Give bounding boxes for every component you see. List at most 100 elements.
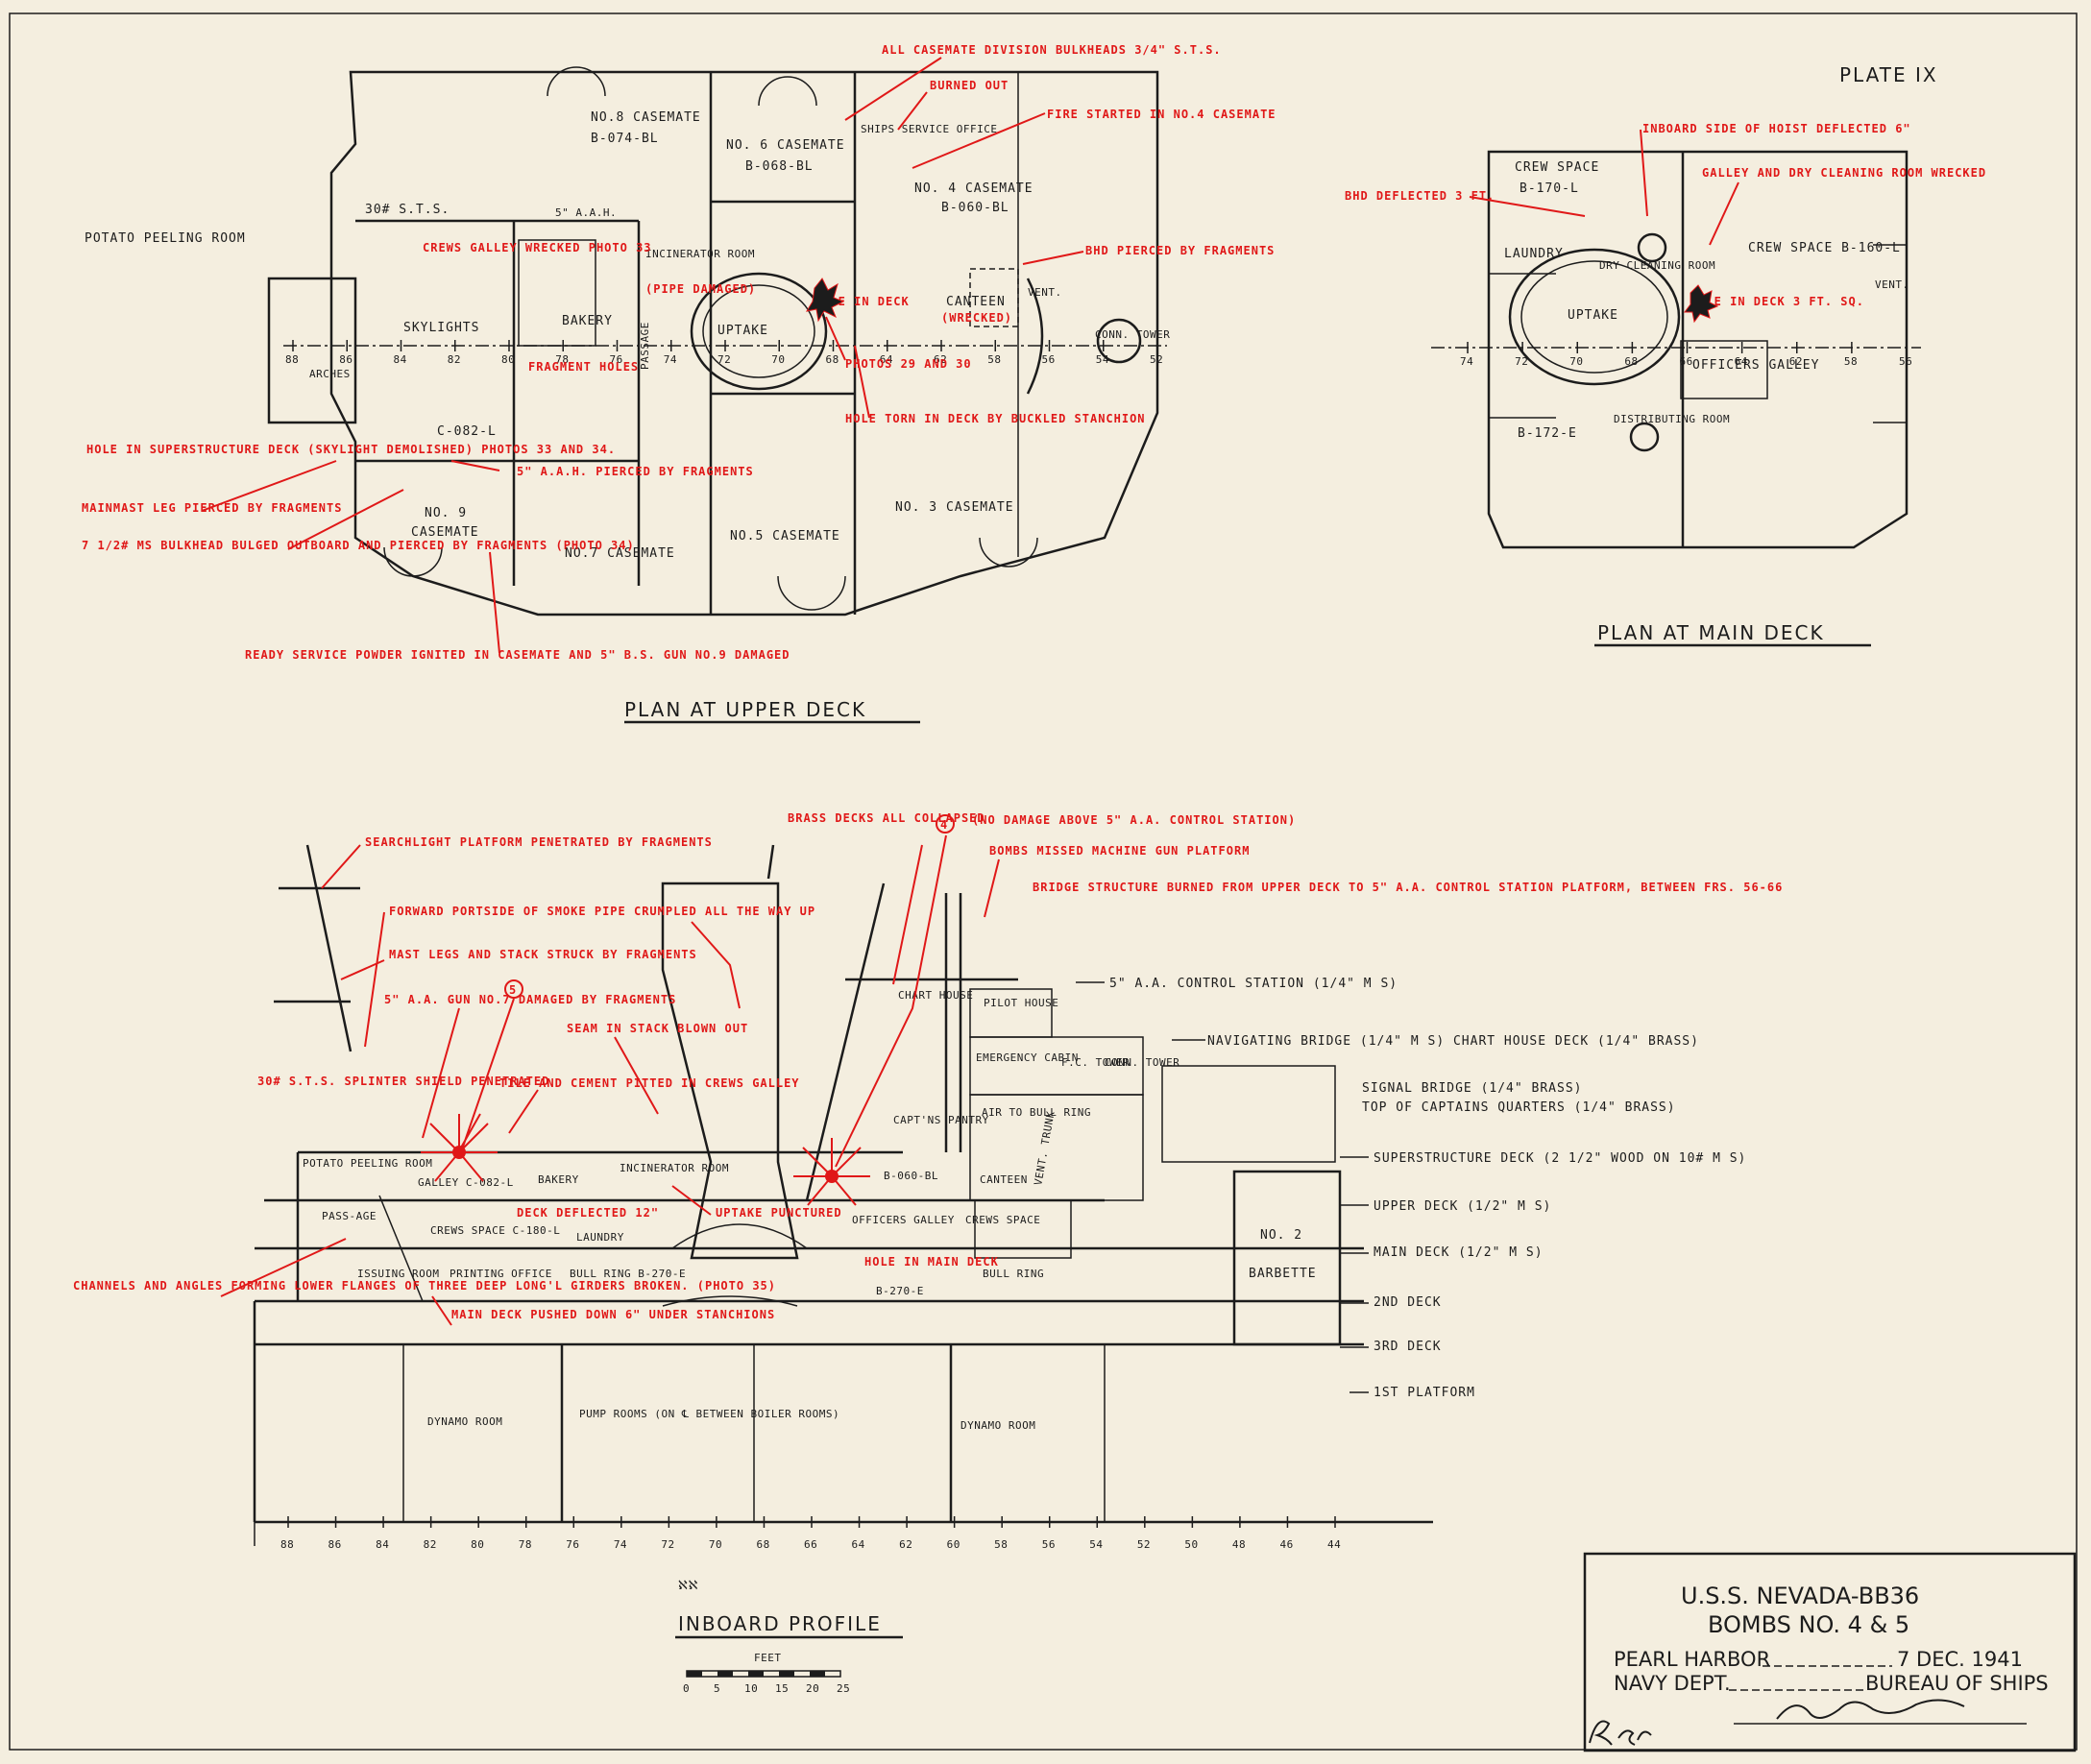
scale-tick-label: 0: [683, 1682, 690, 1695]
plate-number: PLATE IX: [1839, 63, 1938, 86]
level-main-deck: MAIN DECK (1/2" M S): [1374, 1245, 1544, 1260]
main-officers: OFFICERS GALLEY: [1692, 358, 1819, 373]
upper-frame-label: 86: [339, 353, 353, 366]
prof-officers: OFFICERS GALLEY: [852, 1214, 955, 1226]
bomb-5-marker: [504, 979, 523, 999]
scale-tick-label: 20: [806, 1682, 819, 1695]
upper-canteen: CANTEEN: [946, 295, 1006, 309]
scale-tick-label: 15: [775, 1682, 789, 1695]
dmg-crews-galley: CREWS GALLEY WRECKED PHOTO 33: [423, 241, 652, 254]
upper-casemate6-id: B-068-BL: [745, 159, 814, 174]
upper-frame-label: 78: [555, 353, 569, 366]
main-frame-label: 58: [1844, 355, 1858, 368]
title-place: PEARL HARBOR: [1614, 1648, 1770, 1671]
upper-frame-label: 62: [934, 353, 947, 366]
profile-frame-label: 82: [424, 1538, 437, 1551]
upper-potato: POTATO PEELING ROOM: [85, 231, 246, 246]
title-bombs: BOMBS NO. 4 & 5: [1708, 1611, 1909, 1638]
scale-label: FEET: [754, 1652, 782, 1664]
upper-ships-service: SHIPS SERVICE OFFICE: [861, 123, 997, 135]
profile-title: INBOARD PROFILE: [678, 1612, 882, 1635]
dmg-hole-deck: HOLE IN DECK: [815, 295, 910, 308]
dmg-fire: FIRE STARTED IN NO.4 CASEMATE: [1047, 108, 1276, 121]
prof-b060: B-060-BL: [884, 1170, 938, 1182]
upper-deck-labels: NO.8 CASEMATE B-074-BL NO. 6 CASEMATE B-…: [85, 110, 1170, 561]
upper-frame-label: 64: [880, 353, 893, 366]
dmg-photos: PHOTOS 29 AND 30: [845, 357, 972, 371]
upper-bakery: BAKERY: [562, 314, 613, 328]
dmg-galley: GALLEY AND DRY CLEANING ROOM WRECKED: [1702, 166, 1986, 180]
dmg-forward: FORWARD PORTSIDE OF SMOKE PIPE CRUMPLED …: [389, 905, 815, 918]
upper-frame-label: 70: [771, 353, 785, 366]
dmg-ready: READY SERVICE POWDER IGNITED IN CASEMATE…: [245, 648, 790, 662]
dmg-hoist: INBOARD SIDE OF HOIST DEFLECTED 6": [1642, 122, 1911, 135]
dmg-aah-pierced: 5" A.A.H. PIERCED BY FRAGMENTS: [517, 465, 754, 478]
profile-frame-label: 88: [280, 1538, 294, 1551]
initials-mark: [1589, 1720, 1652, 1746]
prof-crewspace: CREWS SPACE C-180-L: [430, 1224, 560, 1237]
title-bureau: BUREAU OF SHIPS: [1865, 1672, 2049, 1695]
dmg-bombs-missed: BOMBS MISSED MACHINE GUN PLATFORM: [989, 844, 1250, 858]
prof-printing: PRINTING OFFICE: [450, 1268, 552, 1280]
bomb-5-burst: [421, 1114, 498, 1182]
prof-pilot: PILOT HOUSE: [984, 997, 1058, 1009]
dmg-hole-super: HOLE IN SUPERSTRUCTURE DECK (SKYLIGHT DE…: [86, 443, 616, 456]
main-crew2: CREW SPACE B-160-L: [1748, 241, 1901, 255]
prof-potato: POTATO PEELING ROOM: [303, 1157, 432, 1170]
dmg-seam: SEAM IN STACK BLOWN OUT: [567, 1022, 748, 1035]
dmg-main-pushed: MAIN DECK PUSHED DOWN 6" UNDER STANCHION…: [451, 1308, 775, 1321]
dmg-canteen: (WRECKED): [941, 311, 1012, 325]
upper-passage: PASSAGE: [639, 322, 651, 370]
profile-frame-label: 62: [899, 1538, 912, 1551]
profile-frame-label: 48: [1232, 1538, 1246, 1551]
main-frame-label: 62: [1789, 355, 1803, 368]
upper-frame-label: 82: [448, 353, 461, 366]
sheet-border: [9, 12, 2078, 1751]
prof-galley: GALLEY C-082-L: [418, 1176, 514, 1189]
upper-aah: 5" A.A.H.: [555, 206, 617, 219]
title-dept: NAVY DEPT.: [1614, 1672, 1731, 1695]
profile-frame-label: 68: [756, 1538, 769, 1551]
level-3rd-deck: 3RD DECK: [1374, 1340, 1442, 1354]
dmg-searchlight: SEARCHLIGHT PLATFORM PENETRATED BY FRAGM…: [365, 835, 713, 849]
profile-frame-label: 46: [1279, 1538, 1293, 1551]
dmg-bridge: BRIDGE STRUCTURE BURNED FROM UPPER DECK …: [1033, 881, 1783, 894]
main-deck-labels: CREW SPACE B-170-L LAUNDRY DRY CLEANING …: [1504, 160, 1909, 441]
profile-frame-label: 52: [1137, 1538, 1151, 1551]
level-upper-deck: UPPER DECK (1/2" M S): [1374, 1199, 1551, 1214]
title-block: U.S.S. NEVADA-BB36 BOMBS NO. 4 & 5 PEARL…: [1583, 1552, 2077, 1752]
level-superstructure: SUPERSTRUCTURE DECK (2 1/2" WOOD ON 10# …: [1374, 1151, 1746, 1166]
main-frame-label: 66: [1680, 355, 1693, 368]
dmg-hole-torn: HOLE TORN IN DECK BY BUCKLED STANCHION: [845, 412, 1146, 425]
title-date: 7 DEC. 1941: [1897, 1648, 2023, 1671]
main-deck-damage: INBOARD SIDE OF HOIST DEFLECTED 6" BHD D…: [1345, 122, 1986, 324]
dmg-bhd: BHD DEFLECTED 3 FT.: [1345, 189, 1495, 203]
profile-frame-label: 58: [994, 1538, 1008, 1551]
prof-conn: CONN. TOWER: [1105, 1056, 1179, 1069]
profile-frame-label: 70: [709, 1538, 722, 1551]
profile-frame-label: 50: [1184, 1538, 1198, 1551]
level-2nd-deck: 2ND DECK: [1374, 1295, 1442, 1310]
main-crew1: CREW SPACE: [1515, 160, 1599, 175]
dmg-bhd-pierced: BHD PIERCED BY FRAGMENTS: [1085, 244, 1275, 257]
prof-airbull: AIR TO BULL RING: [982, 1106, 1091, 1119]
prof-chart: CHART HOUSE: [898, 989, 973, 1002]
profile-frame-label: 56: [1042, 1538, 1056, 1551]
bomb-4-label: 4: [940, 818, 948, 832]
level-captains-quarters: TOP OF CAPTAINS QUARTERS (1/4" BRASS): [1362, 1100, 1676, 1115]
prof-passage: PASS-AGE: [322, 1210, 377, 1222]
upper-frame-label: 88: [285, 353, 299, 366]
dmg-brass: BRASS DECKS ALL COLLAPSED: [788, 811, 985, 825]
upper-uptake: UPTAKE: [717, 324, 768, 338]
prof-dynamo-2: DYNAMO ROOM: [960, 1419, 1035, 1432]
upper-casemate4: NO. 4 CASEMATE: [914, 181, 1033, 196]
upper-casemate5: NO.5 CASEMATE: [730, 529, 840, 544]
scale-tick-label: 5: [714, 1682, 720, 1695]
dmg-hole-main: HOLE IN MAIN DECK: [864, 1255, 999, 1269]
prof-captpantry: CAPT'NS PANTRY: [893, 1114, 989, 1126]
dmg-deck-defl: DECK DEFLECTED 12": [517, 1206, 659, 1220]
prof-emergency: EMERGENCY CABIN: [976, 1051, 1079, 1064]
main-crew1-id: B-170-L: [1520, 181, 1579, 196]
profile-frame-label: 74: [614, 1538, 627, 1551]
